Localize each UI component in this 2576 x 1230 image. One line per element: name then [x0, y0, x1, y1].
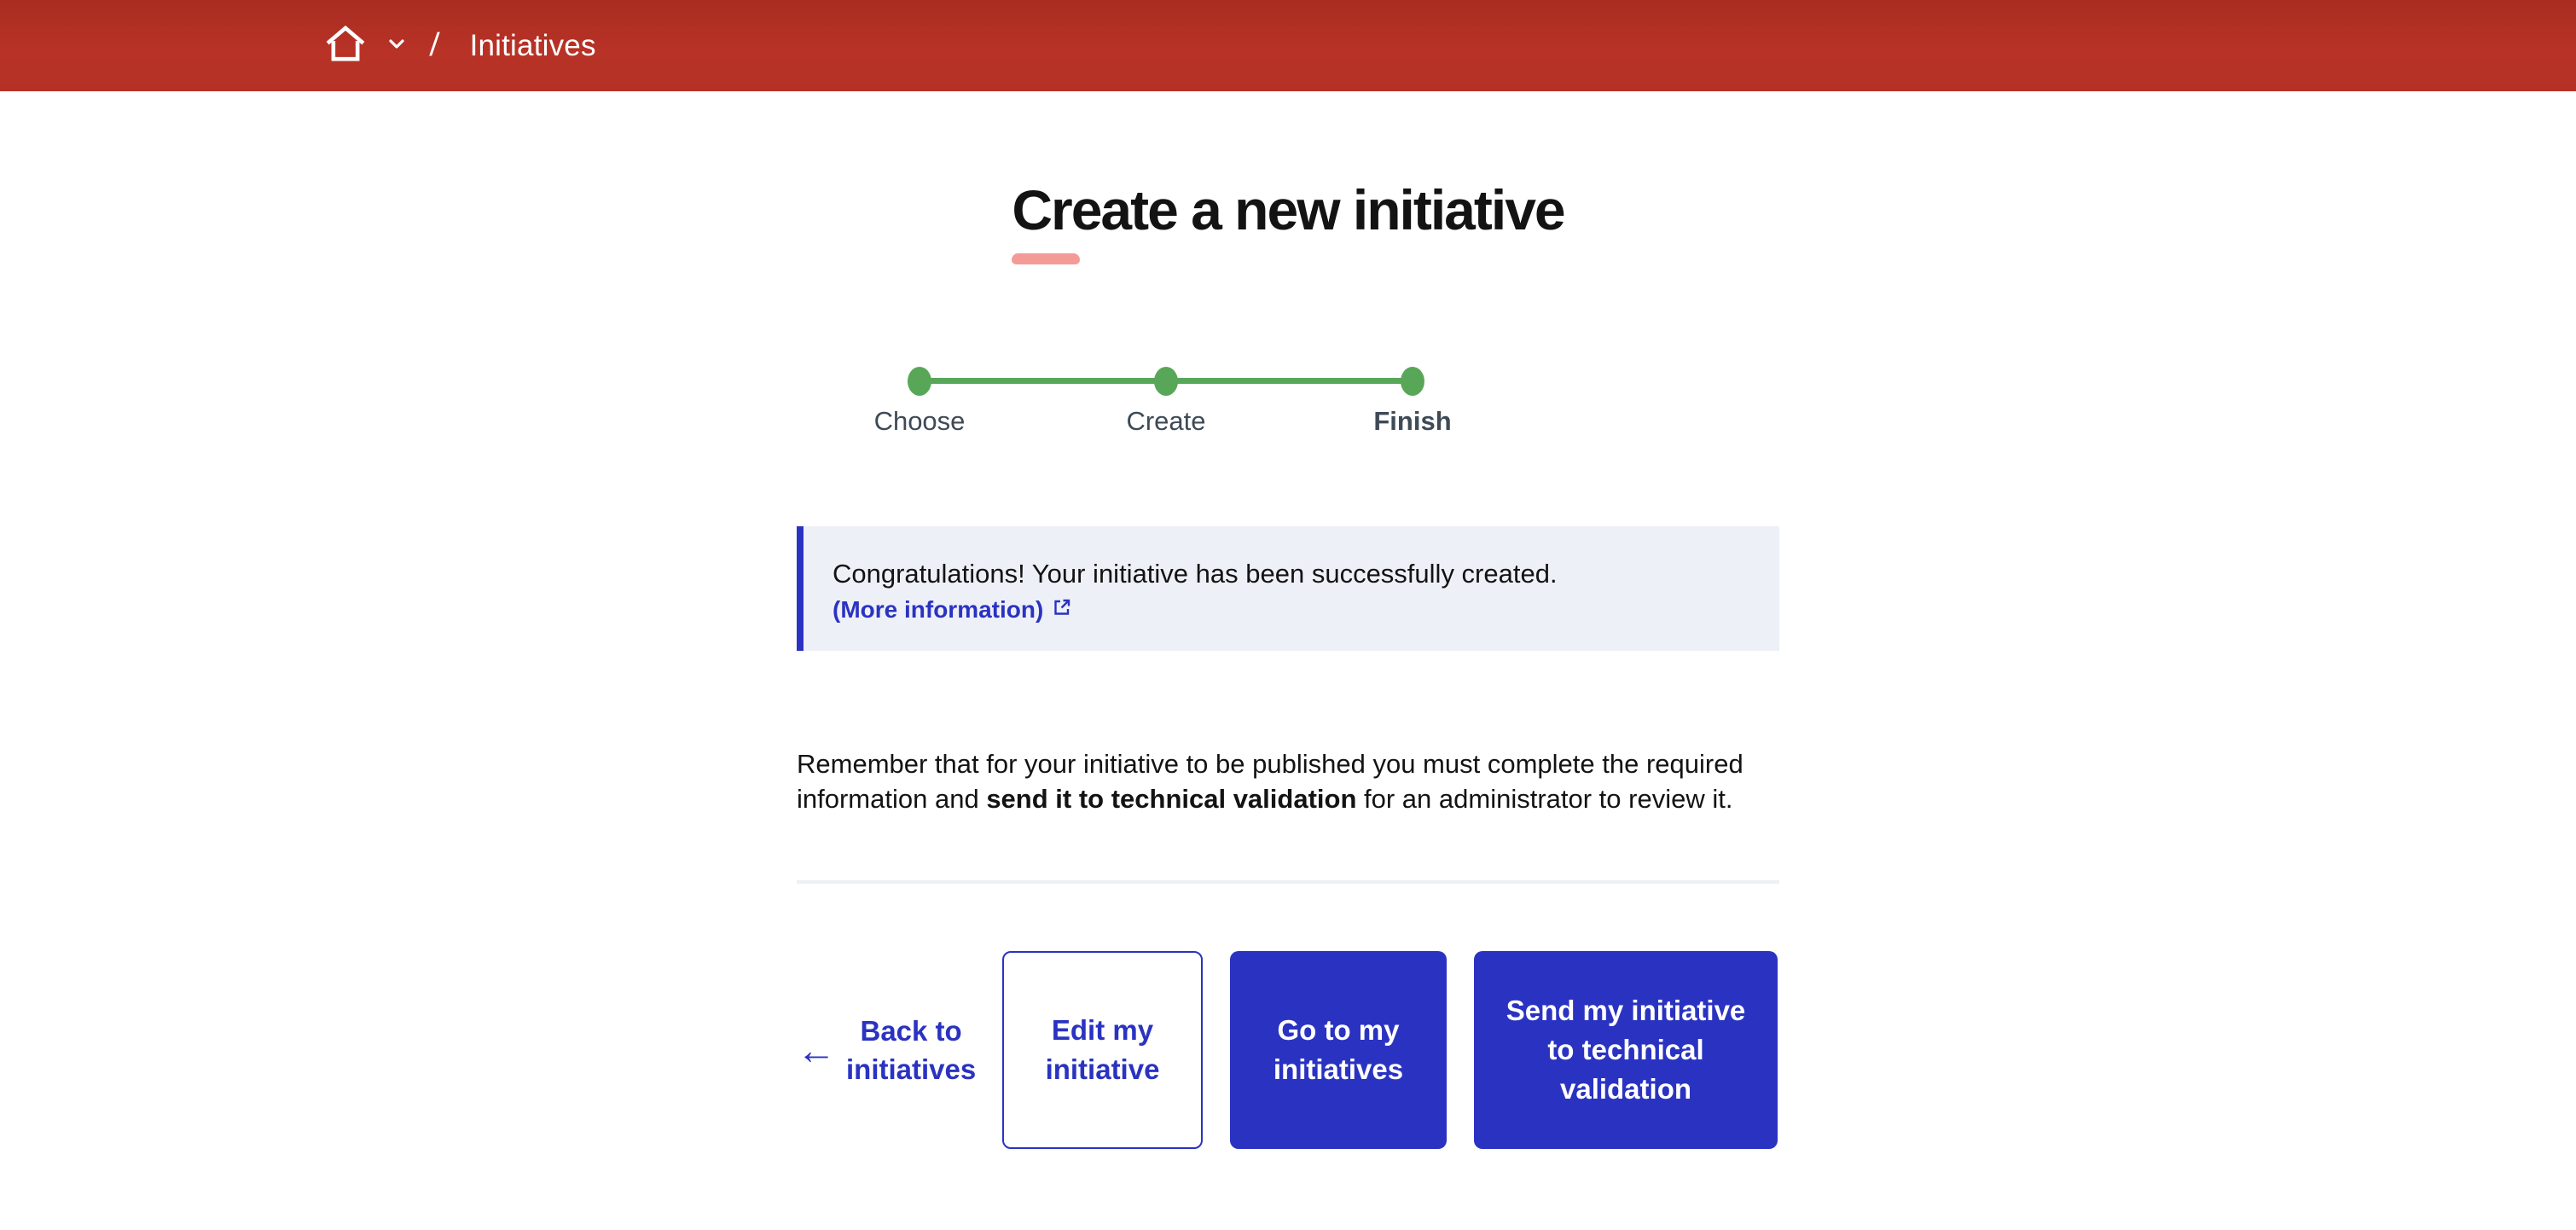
reminder-text-after: for an administrator to review it. [1356, 784, 1733, 814]
chevron-down-icon [389, 38, 404, 54]
step-dot-choose [908, 367, 931, 396]
success-alert-message: Congratulations! Your initiative has bee… [833, 559, 1558, 589]
external-link-icon [1052, 595, 1072, 625]
send-to-technical-validation-button[interactable]: Send my initiative to technical validati… [1474, 951, 1778, 1149]
go-to-my-initiatives-button[interactable]: Go to my initiatives [1230, 951, 1447, 1149]
page-title: Create a new initiative [1012, 178, 1565, 241]
progress-stepper: Choose Create Finish [797, 365, 1779, 459]
reminder-text: Remember that for your initiative to be … [797, 746, 1769, 816]
home-button[interactable] [326, 25, 365, 67]
back-to-initiatives-link[interactable]: ← Back to initiatives [797, 1012, 977, 1088]
title-section: Create a new initiative [0, 173, 2576, 264]
main-content: Choose Create Finish Congratulations! Yo… [797, 365, 1779, 1149]
section-divider [797, 880, 1779, 884]
success-alert: Congratulations! Your initiative has bee… [797, 526, 1779, 651]
home-icon [326, 25, 365, 67]
breadcrumb-dropdown-toggle[interactable] [389, 38, 404, 54]
breadcrumb: / Initiatives [326, 25, 596, 67]
title-underline-decoration [1012, 253, 1081, 264]
reminder-text-before: Remember that for your initiative to be … [797, 749, 1743, 814]
step-label-choose: Choose [873, 406, 966, 436]
action-buttons-row: ← Back to initiatives Edit my initiative… [797, 951, 1779, 1149]
breadcrumb-separator: / [428, 27, 441, 63]
arrow-left-icon: ← [797, 1028, 836, 1072]
reminder-text-bold: send it to technical validation [986, 784, 1357, 814]
back-to-initiatives-label: Back to initiatives [846, 1015, 977, 1085]
top-navigation-bar: / Initiatives [0, 0, 2576, 91]
breadcrumb-item-initiatives[interactable]: Initiatives [469, 28, 596, 62]
step-label-finish: Finish [1373, 406, 1452, 436]
step-dot-finish [1401, 367, 1424, 396]
more-information-link[interactable]: (More information) [833, 595, 1072, 625]
edit-initiative-button[interactable]: Edit my initiative [1002, 951, 1203, 1149]
step-dot-create [1154, 367, 1178, 396]
step-label-create: Create [1126, 406, 1206, 436]
more-information-link-label: (More information) [833, 596, 1044, 623]
